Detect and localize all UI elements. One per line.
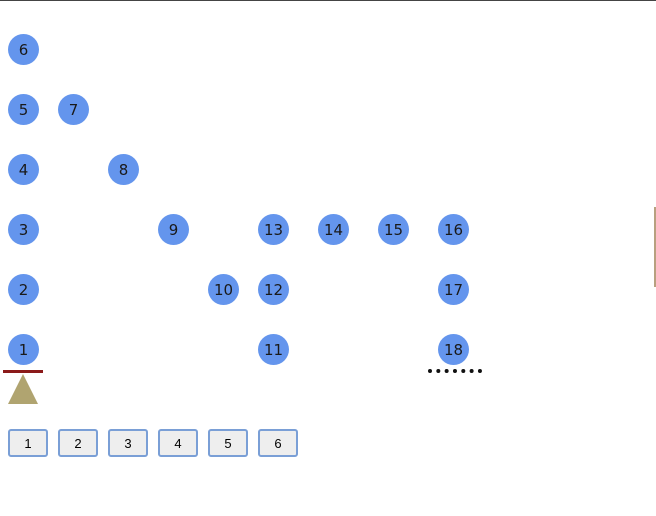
goal-line bbox=[428, 369, 482, 373]
move-5-button[interactable]: 5 bbox=[208, 429, 248, 457]
move-3-button[interactable]: 3 bbox=[108, 429, 148, 457]
board-node-16[interactable]: 16 bbox=[438, 214, 469, 245]
board-node-9[interactable]: 9 bbox=[158, 214, 189, 245]
board-node-17[interactable]: 17 bbox=[438, 274, 469, 305]
board-node-18[interactable]: 18 bbox=[438, 334, 469, 365]
move-2-button[interactable]: 2 bbox=[58, 429, 98, 457]
board-node-10[interactable]: 10 bbox=[208, 274, 239, 305]
window-edge-strip bbox=[654, 207, 656, 287]
start-line bbox=[3, 370, 43, 373]
move-1-button[interactable]: 1 bbox=[8, 429, 48, 457]
board-node-6[interactable]: 6 bbox=[8, 34, 39, 65]
board-node-12[interactable]: 12 bbox=[258, 274, 289, 305]
board-node-14[interactable]: 14 bbox=[318, 214, 349, 245]
board-node-5[interactable]: 5 bbox=[8, 94, 39, 125]
board-node-4[interactable]: 4 bbox=[8, 154, 39, 185]
move-6-button[interactable]: 6 bbox=[258, 429, 298, 457]
board-node-3[interactable]: 3 bbox=[8, 214, 39, 245]
board-node-8[interactable]: 8 bbox=[108, 154, 139, 185]
board-node-2[interactable]: 2 bbox=[8, 274, 39, 305]
board-node-13[interactable]: 13 bbox=[258, 214, 289, 245]
board-node-1[interactable]: 1 bbox=[8, 334, 39, 365]
board-node-11[interactable]: 11 bbox=[258, 334, 289, 365]
board-node-15[interactable]: 15 bbox=[378, 214, 409, 245]
dice-button-bar: 1 2 3 4 5 6 bbox=[8, 429, 298, 457]
board-node-7[interactable]: 7 bbox=[58, 94, 89, 125]
move-4-button[interactable]: 4 bbox=[158, 429, 198, 457]
player-pawn-icon bbox=[8, 374, 38, 404]
